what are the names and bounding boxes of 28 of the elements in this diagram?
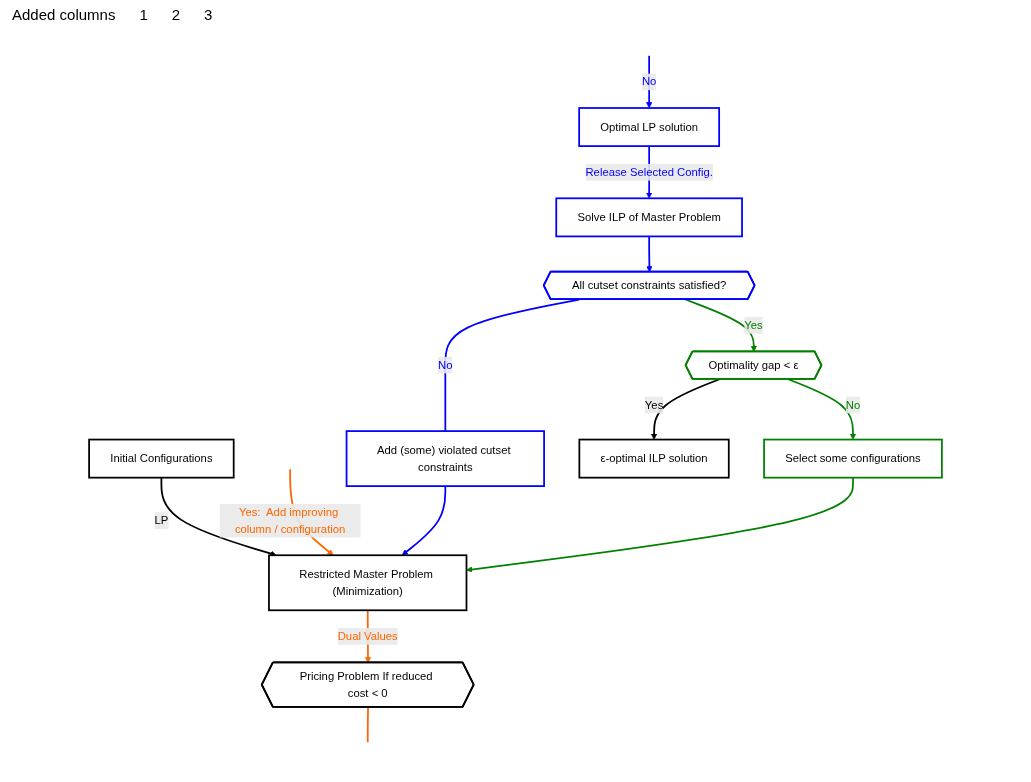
arrow (787, 378, 857, 440)
edge-label: No (641, 75, 657, 88)
note-label: 2 (171, 6, 181, 23)
note-label: 3 (204, 6, 213, 23)
edge-label: Yes: Add improving column / configuration (234, 505, 346, 535)
arrow (401, 485, 447, 556)
note-label: 1 (139, 6, 148, 23)
node-box: Add (some) violated cutset constraints (345, 430, 545, 487)
node-box: Optimal LP solution (578, 107, 721, 147)
note-label: Added columns (12, 6, 116, 23)
edge-label: Dual Values (337, 630, 398, 643)
edge-label: Release Selected Config. (585, 165, 713, 178)
edge-label: No (438, 358, 453, 371)
arrow (160, 476, 277, 557)
edge-label: Yes (744, 318, 763, 331)
edge-label: Yes (644, 398, 664, 411)
node-box: Select some configurations (763, 438, 943, 479)
node-box: ε-optimal ILP solution (578, 438, 730, 479)
arrow (650, 378, 721, 440)
edge-label: LP (154, 514, 169, 527)
arrow (684, 298, 757, 352)
node-box: Initial Configurations (88, 438, 235, 479)
arrow (466, 476, 854, 573)
node-box: Restricted Master Problem (Minimization) (268, 554, 468, 612)
connector (366, 706, 369, 744)
edge-label: No (845, 398, 861, 411)
node-box: Solve ILP of Master Problem (555, 197, 743, 238)
arrow (646, 235, 653, 273)
